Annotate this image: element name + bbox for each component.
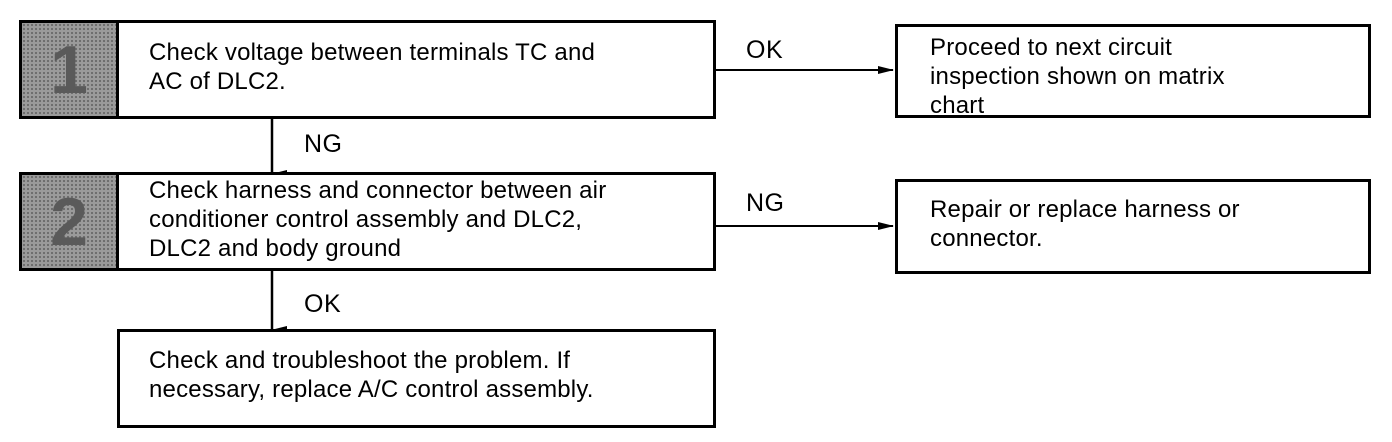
step2-ng-label: NG [746, 189, 785, 217]
step2-ng-result-box: Repair or replace harness or connector. [895, 179, 1371, 274]
step2-ng-result-text: Repair or replace harness or connector. [930, 196, 1240, 252]
step1-number-badge: 1 [22, 23, 119, 116]
step2-text: Check harness and connector between air … [149, 177, 607, 262]
step1-text: Check voltage between terminals TC and A… [149, 39, 596, 95]
step1-box: 1 Check voltage between terminals TC and… [19, 20, 716, 119]
final-text: Check and troubleshoot the problem. If n… [149, 347, 594, 403]
final-box: Check and troubleshoot the problem. If n… [117, 329, 716, 428]
step2-ok-label: OK [304, 290, 342, 318]
step1-ok-result-text: Proceed to next circuit inspection shown… [930, 34, 1225, 119]
step2-number: 2 [50, 183, 88, 260]
step1-ng-label: NG [304, 130, 343, 158]
step1-number: 1 [50, 31, 88, 108]
step1-ok-result-box: Proceed to next circuit inspection shown… [895, 24, 1371, 119]
step1-ok-label: OK [746, 36, 784, 64]
step2-box: 2 Check harness and connector between ai… [19, 172, 716, 271]
step2-number-badge: 2 [22, 175, 119, 268]
